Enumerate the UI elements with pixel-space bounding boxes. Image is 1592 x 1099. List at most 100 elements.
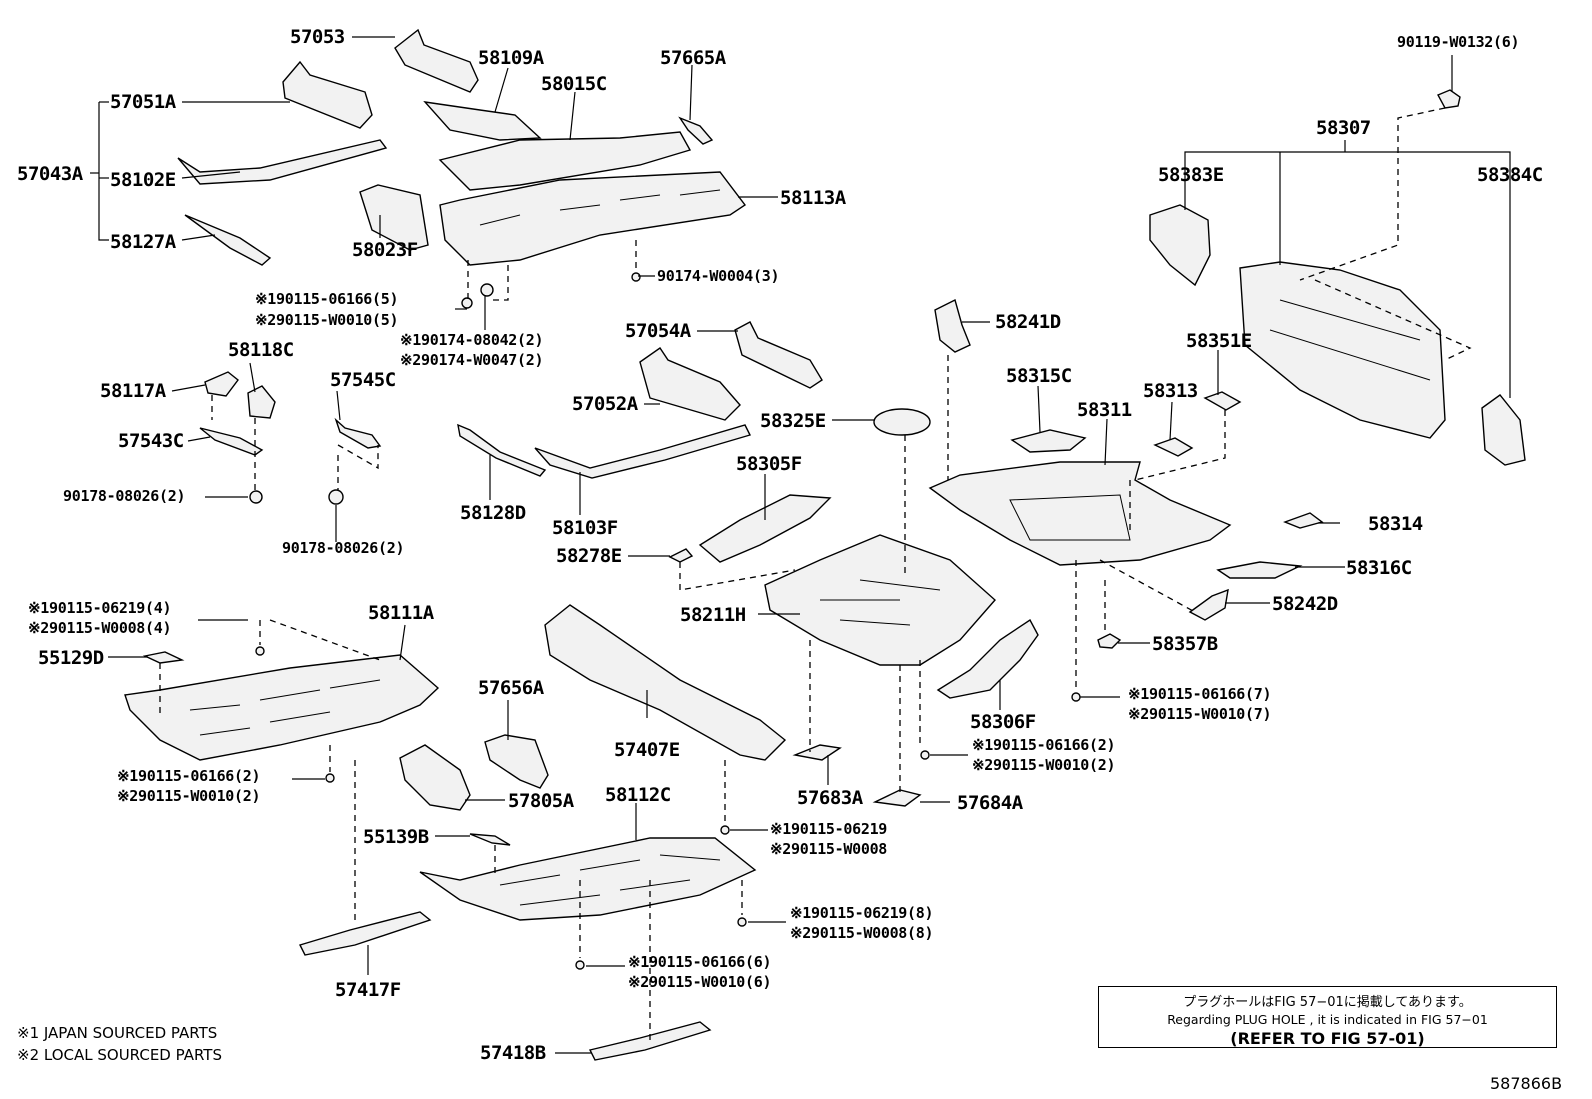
part-57683A bbox=[792, 744, 842, 761]
part-58241D bbox=[934, 298, 971, 353]
label-90174-W0004-3: 90174-W0004(3) bbox=[657, 267, 780, 285]
part-57051A bbox=[282, 60, 373, 129]
label-55129D: 55129D bbox=[38, 647, 104, 669]
part-58357B bbox=[1097, 633, 1122, 649]
part-58306F bbox=[936, 618, 1039, 699]
part-58127A bbox=[184, 214, 272, 266]
label-58118C: 58118C bbox=[228, 339, 294, 361]
label-290115-W0010-2b: ※290115-W0010(2) bbox=[117, 787, 261, 805]
label-57418B: 57418B bbox=[480, 1042, 546, 1064]
footnote-local-sourced: ※2 LOCAL SOURCED PARTS bbox=[17, 1046, 222, 1064]
label-190115-06166-6: ※190115-06166(6) bbox=[628, 953, 772, 971]
label-57665A: 57665A bbox=[660, 47, 726, 69]
label-190115-06166-2a: ※190115-06166(2) bbox=[972, 736, 1116, 754]
label-58316C: 58316C bbox=[1346, 557, 1412, 579]
part-57684A bbox=[872, 789, 922, 807]
label-58211H: 58211H bbox=[680, 604, 746, 626]
part-57665A bbox=[678, 116, 714, 145]
label-58023F: 58023F bbox=[352, 239, 418, 261]
label-58127A: 58127A bbox=[110, 231, 176, 253]
part-57417F bbox=[299, 911, 432, 956]
part-58384C bbox=[1481, 394, 1526, 466]
part-58113A bbox=[439, 171, 747, 266]
part-90119-W0132 bbox=[1437, 89, 1461, 109]
part-58313 bbox=[1153, 437, 1194, 457]
part-57054A bbox=[734, 321, 823, 389]
label-58383E: 58383E bbox=[1158, 164, 1224, 186]
label-57051A: 57051A bbox=[110, 91, 176, 113]
part-57543C bbox=[199, 427, 264, 456]
part-58316C bbox=[1216, 561, 1303, 579]
bolt-icons bbox=[249, 272, 1081, 970]
label-190115-06166-2b: ※190115-06166(2) bbox=[117, 767, 261, 785]
part-57656A bbox=[484, 734, 549, 789]
label-58311: 58311 bbox=[1077, 399, 1132, 421]
dashed-lines bbox=[159, 107, 1472, 1040]
part-55129D bbox=[142, 651, 185, 664]
part-58211H bbox=[764, 534, 996, 666]
label-190115-06166-5: ※190115-06166(5) bbox=[255, 290, 399, 308]
label-58242D: 58242D bbox=[1272, 593, 1338, 615]
part-58278E bbox=[668, 548, 694, 563]
label-290115-W0010-6: ※290115-W0010(6) bbox=[628, 973, 772, 991]
label-290115-W0008-8: ※290115-W0008(8) bbox=[790, 924, 934, 942]
part-58314 bbox=[1283, 512, 1324, 529]
label-58306F: 58306F bbox=[970, 711, 1036, 733]
label-290174-W0047-2: ※290174-W0047(2) bbox=[400, 351, 544, 369]
part-58383E bbox=[1149, 204, 1211, 287]
label-290115-W0008-4: ※290115-W0008(4) bbox=[28, 619, 172, 637]
label-58015C: 58015C bbox=[541, 73, 607, 95]
part-58111A bbox=[124, 654, 440, 761]
label-58241D: 58241D bbox=[995, 311, 1061, 333]
label-58307: 58307 bbox=[1316, 117, 1371, 139]
label-58117A: 58117A bbox=[100, 380, 166, 402]
part-58351E bbox=[1203, 391, 1242, 411]
label-190115-06219-8: ※190115-06219(8) bbox=[790, 904, 934, 922]
part-57052A bbox=[639, 347, 741, 421]
label-57407E: 57407E bbox=[614, 739, 680, 761]
label-190115-06219: ※190115-06219 bbox=[770, 820, 888, 838]
part-58102E bbox=[177, 139, 388, 185]
part-57805A bbox=[399, 744, 471, 811]
label-57417F: 57417F bbox=[335, 979, 401, 1001]
label-57656A: 57656A bbox=[478, 677, 544, 699]
part-55139B bbox=[469, 833, 511, 846]
label-55139B: 55139B bbox=[363, 826, 429, 848]
part-58305F bbox=[698, 494, 832, 563]
note-line-english: Regarding PLUG HOLE , it is indicated in… bbox=[1167, 1012, 1488, 1027]
plug-hole-note: プラグホールはFIG 57−01に掲載してあります。 Regarding PLU… bbox=[1098, 986, 1557, 1048]
label-58313: 58313 bbox=[1143, 380, 1198, 402]
part-57407E bbox=[544, 604, 787, 761]
part-58023F bbox=[359, 184, 429, 251]
label-190115-06219-4: ※190115-06219(4) bbox=[28, 599, 172, 617]
label-58325E: 58325E bbox=[760, 410, 826, 432]
label-58109A: 58109A bbox=[478, 47, 544, 69]
part-58112C bbox=[419, 837, 757, 921]
part-58325E bbox=[873, 408, 931, 436]
label-58103F: 58103F bbox=[552, 517, 618, 539]
label-58314: 58314 bbox=[1368, 513, 1423, 535]
label-57054A: 57054A bbox=[625, 320, 691, 342]
label-57052A: 57052A bbox=[572, 393, 638, 415]
part-57053 bbox=[394, 28, 479, 93]
label-58315C: 58315C bbox=[1006, 365, 1072, 387]
label-58112C: 58112C bbox=[605, 784, 671, 806]
label-290115-W0008: ※290115-W0008 bbox=[770, 840, 888, 858]
part-58311 bbox=[928, 461, 1232, 566]
label-290115-W0010-7: ※290115-W0010(7) bbox=[1128, 705, 1272, 723]
note-refer-fig: (REFER TO FIG 57-01) bbox=[1230, 1029, 1425, 1048]
label-90119-W0132-6: 90119-W0132(6) bbox=[1397, 33, 1520, 51]
label-58111A: 58111A bbox=[368, 602, 434, 624]
label-58113A: 58113A bbox=[780, 187, 846, 209]
label-190115-06166-7: ※190115-06166(7) bbox=[1128, 685, 1272, 703]
part-58109A bbox=[423, 101, 542, 141]
label-290115-W0010-2a: ※290115-W0010(2) bbox=[972, 756, 1116, 774]
label-57543C: 57543C bbox=[118, 430, 184, 452]
label-190174-08042-2: ※190174-08042(2) bbox=[400, 331, 544, 349]
part-58015C bbox=[438, 131, 692, 191]
part-58103F bbox=[534, 424, 752, 479]
part-58118C bbox=[247, 385, 276, 419]
label-58102E: 58102E bbox=[110, 169, 176, 191]
label-58305F: 58305F bbox=[736, 453, 802, 475]
